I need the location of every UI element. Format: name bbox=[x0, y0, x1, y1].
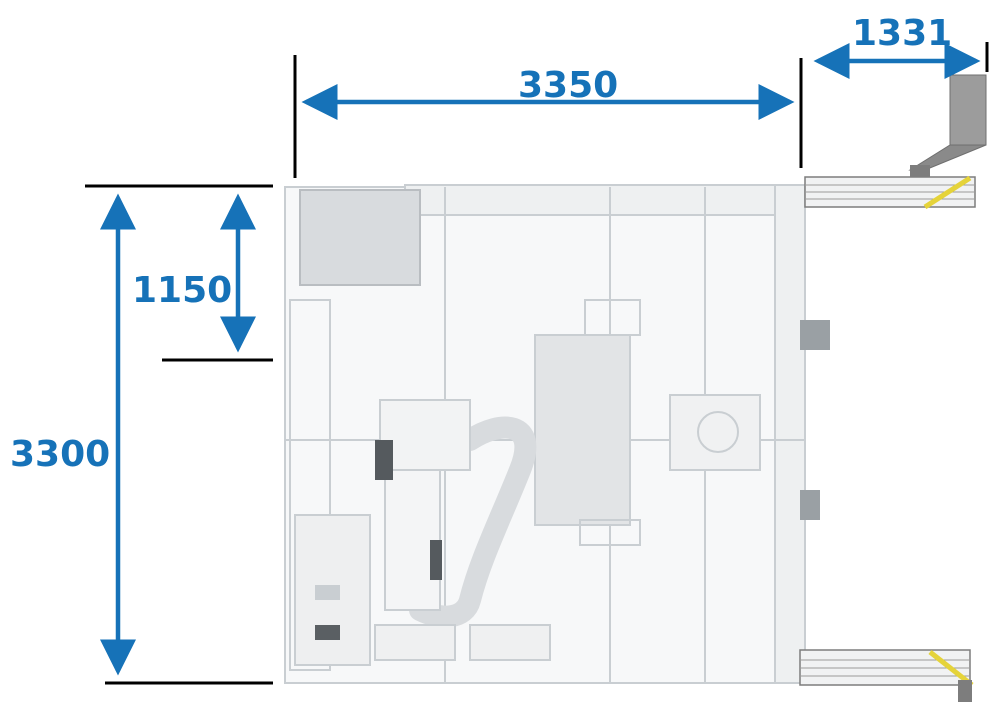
dim-label-depth: 3300 bbox=[10, 434, 111, 475]
sensor bbox=[800, 490, 820, 520]
top-rail bbox=[404, 184, 806, 216]
dim-label-width: 3350 bbox=[518, 65, 619, 106]
robot-motor bbox=[430, 540, 442, 580]
conveyor-bottom bbox=[799, 649, 974, 702]
tool-station bbox=[374, 624, 456, 661]
extension-lines bbox=[85, 42, 989, 685]
dim-label-extension: 1331 bbox=[852, 13, 953, 54]
controller-part bbox=[315, 585, 340, 600]
clamp-unit bbox=[579, 519, 641, 546]
right-rail bbox=[774, 184, 806, 684]
left-guard bbox=[289, 299, 331, 671]
fixture-rotary bbox=[697, 411, 739, 453]
dimension-arrows bbox=[100, 43, 981, 676]
robot-head bbox=[379, 399, 471, 471]
dim-label-partial: 1150 bbox=[132, 270, 233, 311]
cable-hose bbox=[409, 416, 537, 628]
cabinet-top bbox=[299, 189, 421, 286]
work-table bbox=[534, 334, 631, 526]
robot-motor bbox=[375, 440, 393, 480]
robot-cell bbox=[284, 184, 830, 684]
tool-station bbox=[469, 624, 551, 661]
clamp-unit bbox=[584, 299, 641, 336]
conveyor-top bbox=[804, 74, 987, 210]
controller-part bbox=[315, 625, 340, 640]
sensor bbox=[800, 320, 830, 350]
fixture bbox=[669, 394, 761, 471]
